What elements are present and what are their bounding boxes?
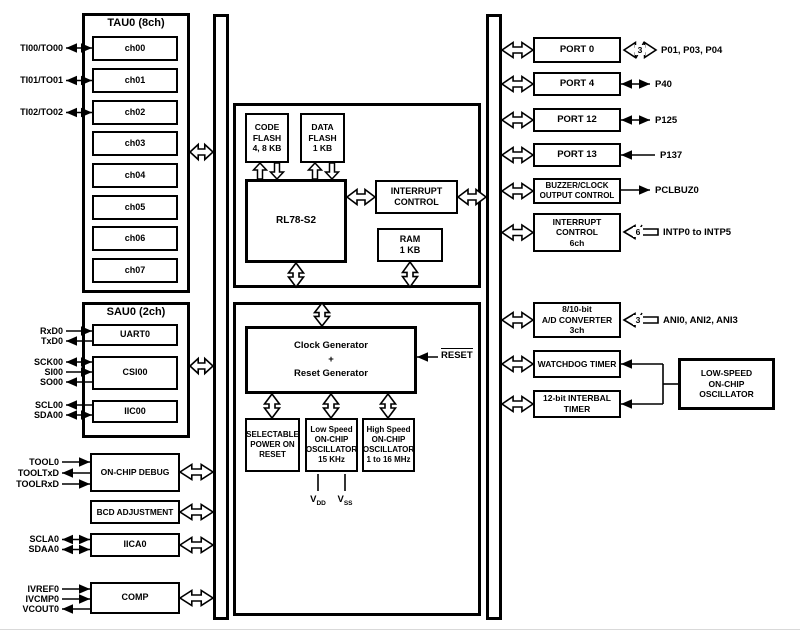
bus-port13-arrow — [501, 146, 534, 164]
tau0-bus-arrow — [189, 143, 214, 161]
buzzer-clock-output-box: BUZZER/CLOCK OUTPUT CONTROL — [533, 178, 621, 204]
power-on-reset-box: SELECTABLE POWER ON RESET — [245, 418, 300, 472]
sau0-bus-arrow — [189, 357, 214, 375]
signal-label-ti02: TI02/TO02 — [20, 107, 63, 117]
signal-label-ti00: TI00/TO00 — [20, 43, 63, 53]
port4-box: PORT 4 — [533, 72, 621, 96]
reset-pin-text: RESET — [441, 348, 473, 361]
interval-timer-box: 12-bit INTERBAL TIMER — [533, 390, 621, 418]
tau0-channel-box: ch03 — [92, 131, 178, 156]
port12-box: PORT 12 — [533, 108, 621, 132]
low-speed-onchip-osc-box: LOW-SPEED ON-CHIP OSCILLATOR — [678, 358, 775, 410]
code-flash-box: CODE FLASH 4, 8 KB — [245, 113, 289, 163]
signal-label-sda00: SDA00 — [33, 410, 63, 420]
bus-interrupt-arrow — [501, 224, 534, 241]
cpu-core-box: RL78-S2 — [245, 179, 347, 263]
port0-box: PORT 0 — [533, 37, 621, 63]
port0-bus-width-count: 3 — [635, 45, 645, 55]
pins-label-port12: P125 — [655, 115, 678, 126]
port13-box: PORT 13 — [533, 143, 621, 167]
tau0-channel-box: ch02 — [92, 100, 178, 125]
signal-label-scla0: SCLA0 — [29, 534, 59, 544]
bus-buzzer-arrow — [501, 182, 534, 200]
adc-box: 8/10-bit A/D CONVERTER 3ch — [533, 302, 621, 338]
tau0-title: TAU0 (8ch) — [107, 17, 165, 29]
tau0-channel-box: ch04 — [92, 163, 178, 188]
signal-label-txd0: TxD0 — [40, 336, 63, 346]
right-bus-bar — [486, 14, 502, 620]
signal-label-toolrxd: TOOLRxD — [16, 479, 59, 489]
signal-label-vcout0: VCOUT0 — [22, 604, 59, 614]
pins-label-intp: INTP0 to INTP5 — [663, 227, 732, 238]
tau0-channel-box: ch07 — [92, 258, 178, 283]
pins-label-ani: ANI0, ANI2, ANI3 — [663, 315, 738, 326]
bus-adc-arrow — [501, 311, 534, 329]
bus-timer-arrow — [501, 395, 534, 413]
pins-label-port4: P40 — [655, 79, 672, 90]
low-speed-osc-box: Low Speed ON-CHIP OSCILLATOR 15 KHz — [305, 418, 358, 472]
signal-label-si00: SI00 — [44, 367, 63, 377]
signal-label-sdaa0: SDAA0 — [28, 544, 59, 554]
signal-label-tool0: TOOL0 — [29, 457, 59, 467]
watchdog-timer-box: WATCHDOG TIMER — [533, 350, 621, 378]
bcd-adjustment-box: BCD ADJUSTMENT — [90, 500, 180, 524]
clock-reset-generator-box: Clock Generator + Reset Generator — [245, 326, 417, 394]
ram-box: RAM 1 KB — [377, 228, 443, 262]
bus-port0-arrow — [501, 41, 534, 59]
bus-watchdog-arrow — [501, 355, 534, 373]
data-flash-box: DATA FLASH 1 KB — [300, 113, 345, 163]
onchip-debug-box: ON-CHIP DEBUG — [90, 453, 180, 492]
comp-bus-arrow — [179, 589, 214, 607]
left-bus-bar — [213, 14, 229, 620]
iica0-box: IICA0 — [90, 533, 180, 557]
iica0-bus-arrow — [179, 536, 214, 554]
sau0-title: SAU0 (2ch) — [106, 306, 166, 318]
vss-pin-label: VSS — [337, 494, 353, 507]
ext-interrupt-box: INTERRUPT CONTROL 6ch — [533, 213, 621, 252]
interrupt-control-box: INTERRUPT CONTROL — [375, 180, 458, 214]
tau0-channel-box: ch05 — [92, 195, 178, 220]
signal-label-ti01: TI01/TO01 — [20, 75, 63, 85]
pins-label-port0: P01, P03, P04 — [661, 45, 723, 56]
signal-label-ivcmp0: IVCMP0 — [25, 594, 59, 604]
bcd-bus-arrow — [179, 503, 214, 521]
ani-bus-width-count: 3 — [633, 315, 643, 325]
signal-label-scl00: SCL00 — [34, 400, 63, 410]
bus-port4-arrow — [501, 75, 534, 93]
signal-label-ivref0: IVREF0 — [27, 584, 59, 594]
high-speed-osc-box: High Speed ON-CHIP OSCILLATOR 1 to 16 MH… — [362, 418, 415, 472]
tau0-channel-box: ch06 — [92, 226, 178, 251]
comp-box: COMP — [90, 582, 180, 614]
signal-label-so00: SO00 — [39, 377, 63, 387]
tau0-channel-box: ch00 — [92, 36, 178, 61]
signal-label-rxd0: RxD0 — [39, 326, 63, 336]
signal-label-tooltxd: TOOLTxD — [17, 468, 59, 478]
debug-bus-arrow — [179, 463, 214, 481]
signal-label-sck00: SCK00 — [33, 357, 63, 367]
uart0-box: UART0 — [92, 324, 178, 346]
bus-port12-arrow — [501, 111, 534, 129]
pins-label-port13: P137 — [660, 150, 683, 161]
iic00-box: IIC00 — [92, 400, 178, 423]
pins-label-pclbuz: PCLBUZ0 — [655, 185, 699, 196]
bottom-border-line — [0, 629, 800, 630]
reset-pin-label: RESET — [441, 348, 473, 361]
csi00-box: CSI00 — [92, 356, 178, 390]
tau0-channel-box: ch01 — [92, 68, 178, 93]
vdd-pin-label: VDD — [310, 494, 326, 507]
intp-bus-width-count: 6 — [633, 227, 643, 237]
